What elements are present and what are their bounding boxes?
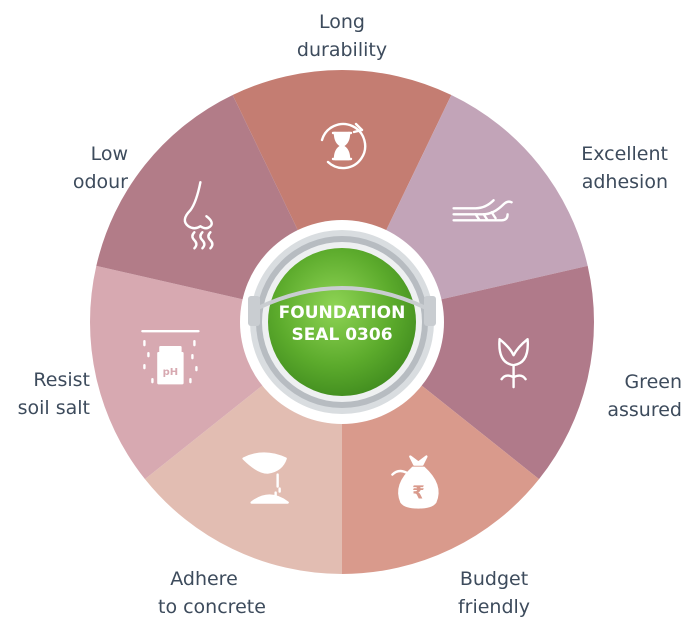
label-line: Long [319,11,365,33]
label-line: Green [624,371,682,393]
can-handle [257,286,427,310]
label-line: friendly [457,596,531,618]
label-line: Low [90,143,128,165]
label-budget-friendly: Budget friendly [452,565,536,621]
segment-adhere-to-concrete [144,381,342,574]
svg-text:₹: ₹ [412,483,425,504]
label-line: assured [607,399,682,421]
segment-excellent-adhesion [383,94,588,301]
label-long-durability: Long durability [296,8,388,64]
money-bag-icon: ₹ [391,455,439,509]
hourglass-icon [320,122,367,170]
segment-low-odour [96,94,301,301]
label-resist-soil-salt: Resist soil salt [4,366,90,422]
label-line: adhesion [581,171,668,193]
product-name-line2: SEAL 0306 [291,325,392,345]
salt-shaker-icon: pH [141,329,200,385]
cement-icon [242,452,289,504]
label-line: soil salt [17,397,90,419]
label-excellent-adhesion: Excellent adhesion [570,140,668,196]
segment-budget-friendly [342,381,540,574]
label-adhere-to-concrete: Adhere to concrete [158,565,266,621]
label-low-odour: Low odour [60,140,128,196]
label-line: Excellent [581,143,668,165]
product-name-line1: FOUNDATION [279,303,406,323]
svg-text:pH: pH [163,367,179,378]
label-line: Budget [459,568,529,590]
plant-icon [498,337,530,389]
can-handle-left-lug [248,296,260,326]
label-line: Resist [33,369,90,391]
label-line: odour [72,171,128,193]
segments-layer [90,70,595,574]
nose-icon [183,181,214,250]
label-line: to concrete [158,596,266,618]
label-line: Adhere [170,568,238,590]
can-handle-right-lug [424,296,436,326]
brush-icon [452,199,513,222]
segment-green-assured [417,265,595,480]
icons-layer: ₹ pH [141,122,530,509]
can-paint-surface [268,248,416,396]
label-green-assured: Green assured [592,368,682,424]
paint-can: FOUNDATION SEAL 0306 [240,220,444,424]
label-line: durability [296,39,388,61]
